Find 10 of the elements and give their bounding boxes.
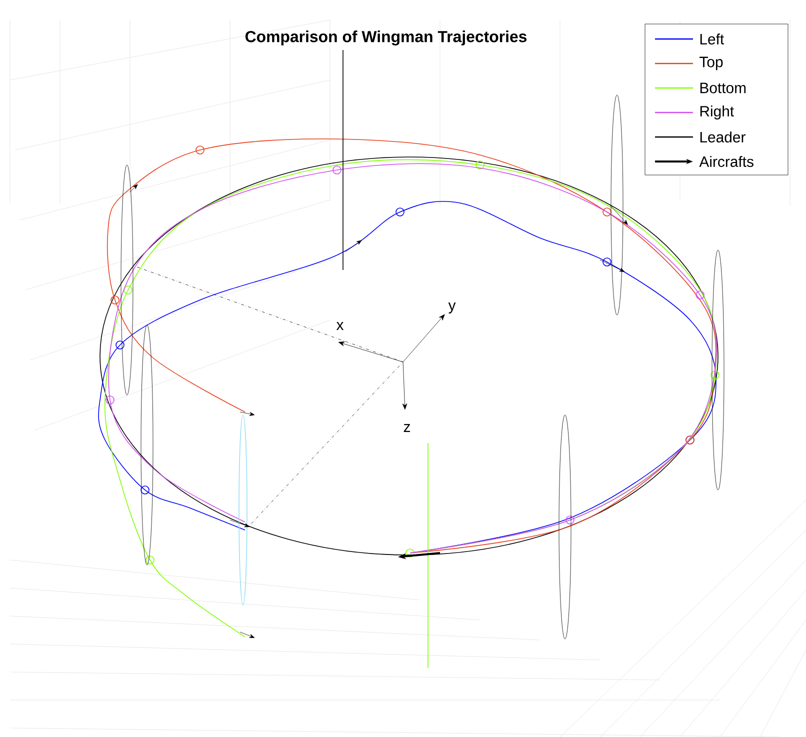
legend-label: Aircrafts xyxy=(699,156,754,167)
legend-label: Left xyxy=(700,34,724,44)
legend-label: Leader xyxy=(700,132,746,142)
axis-label: y xyxy=(448,302,456,314)
legend-label: Right xyxy=(700,106,734,120)
axis-label: z xyxy=(404,424,410,432)
chart-title: Comparison of Wingman Trajectories xyxy=(245,30,527,46)
axis-label: x xyxy=(336,322,344,330)
legend-label: Bottom xyxy=(700,82,746,94)
legend-label: Top xyxy=(700,56,723,70)
